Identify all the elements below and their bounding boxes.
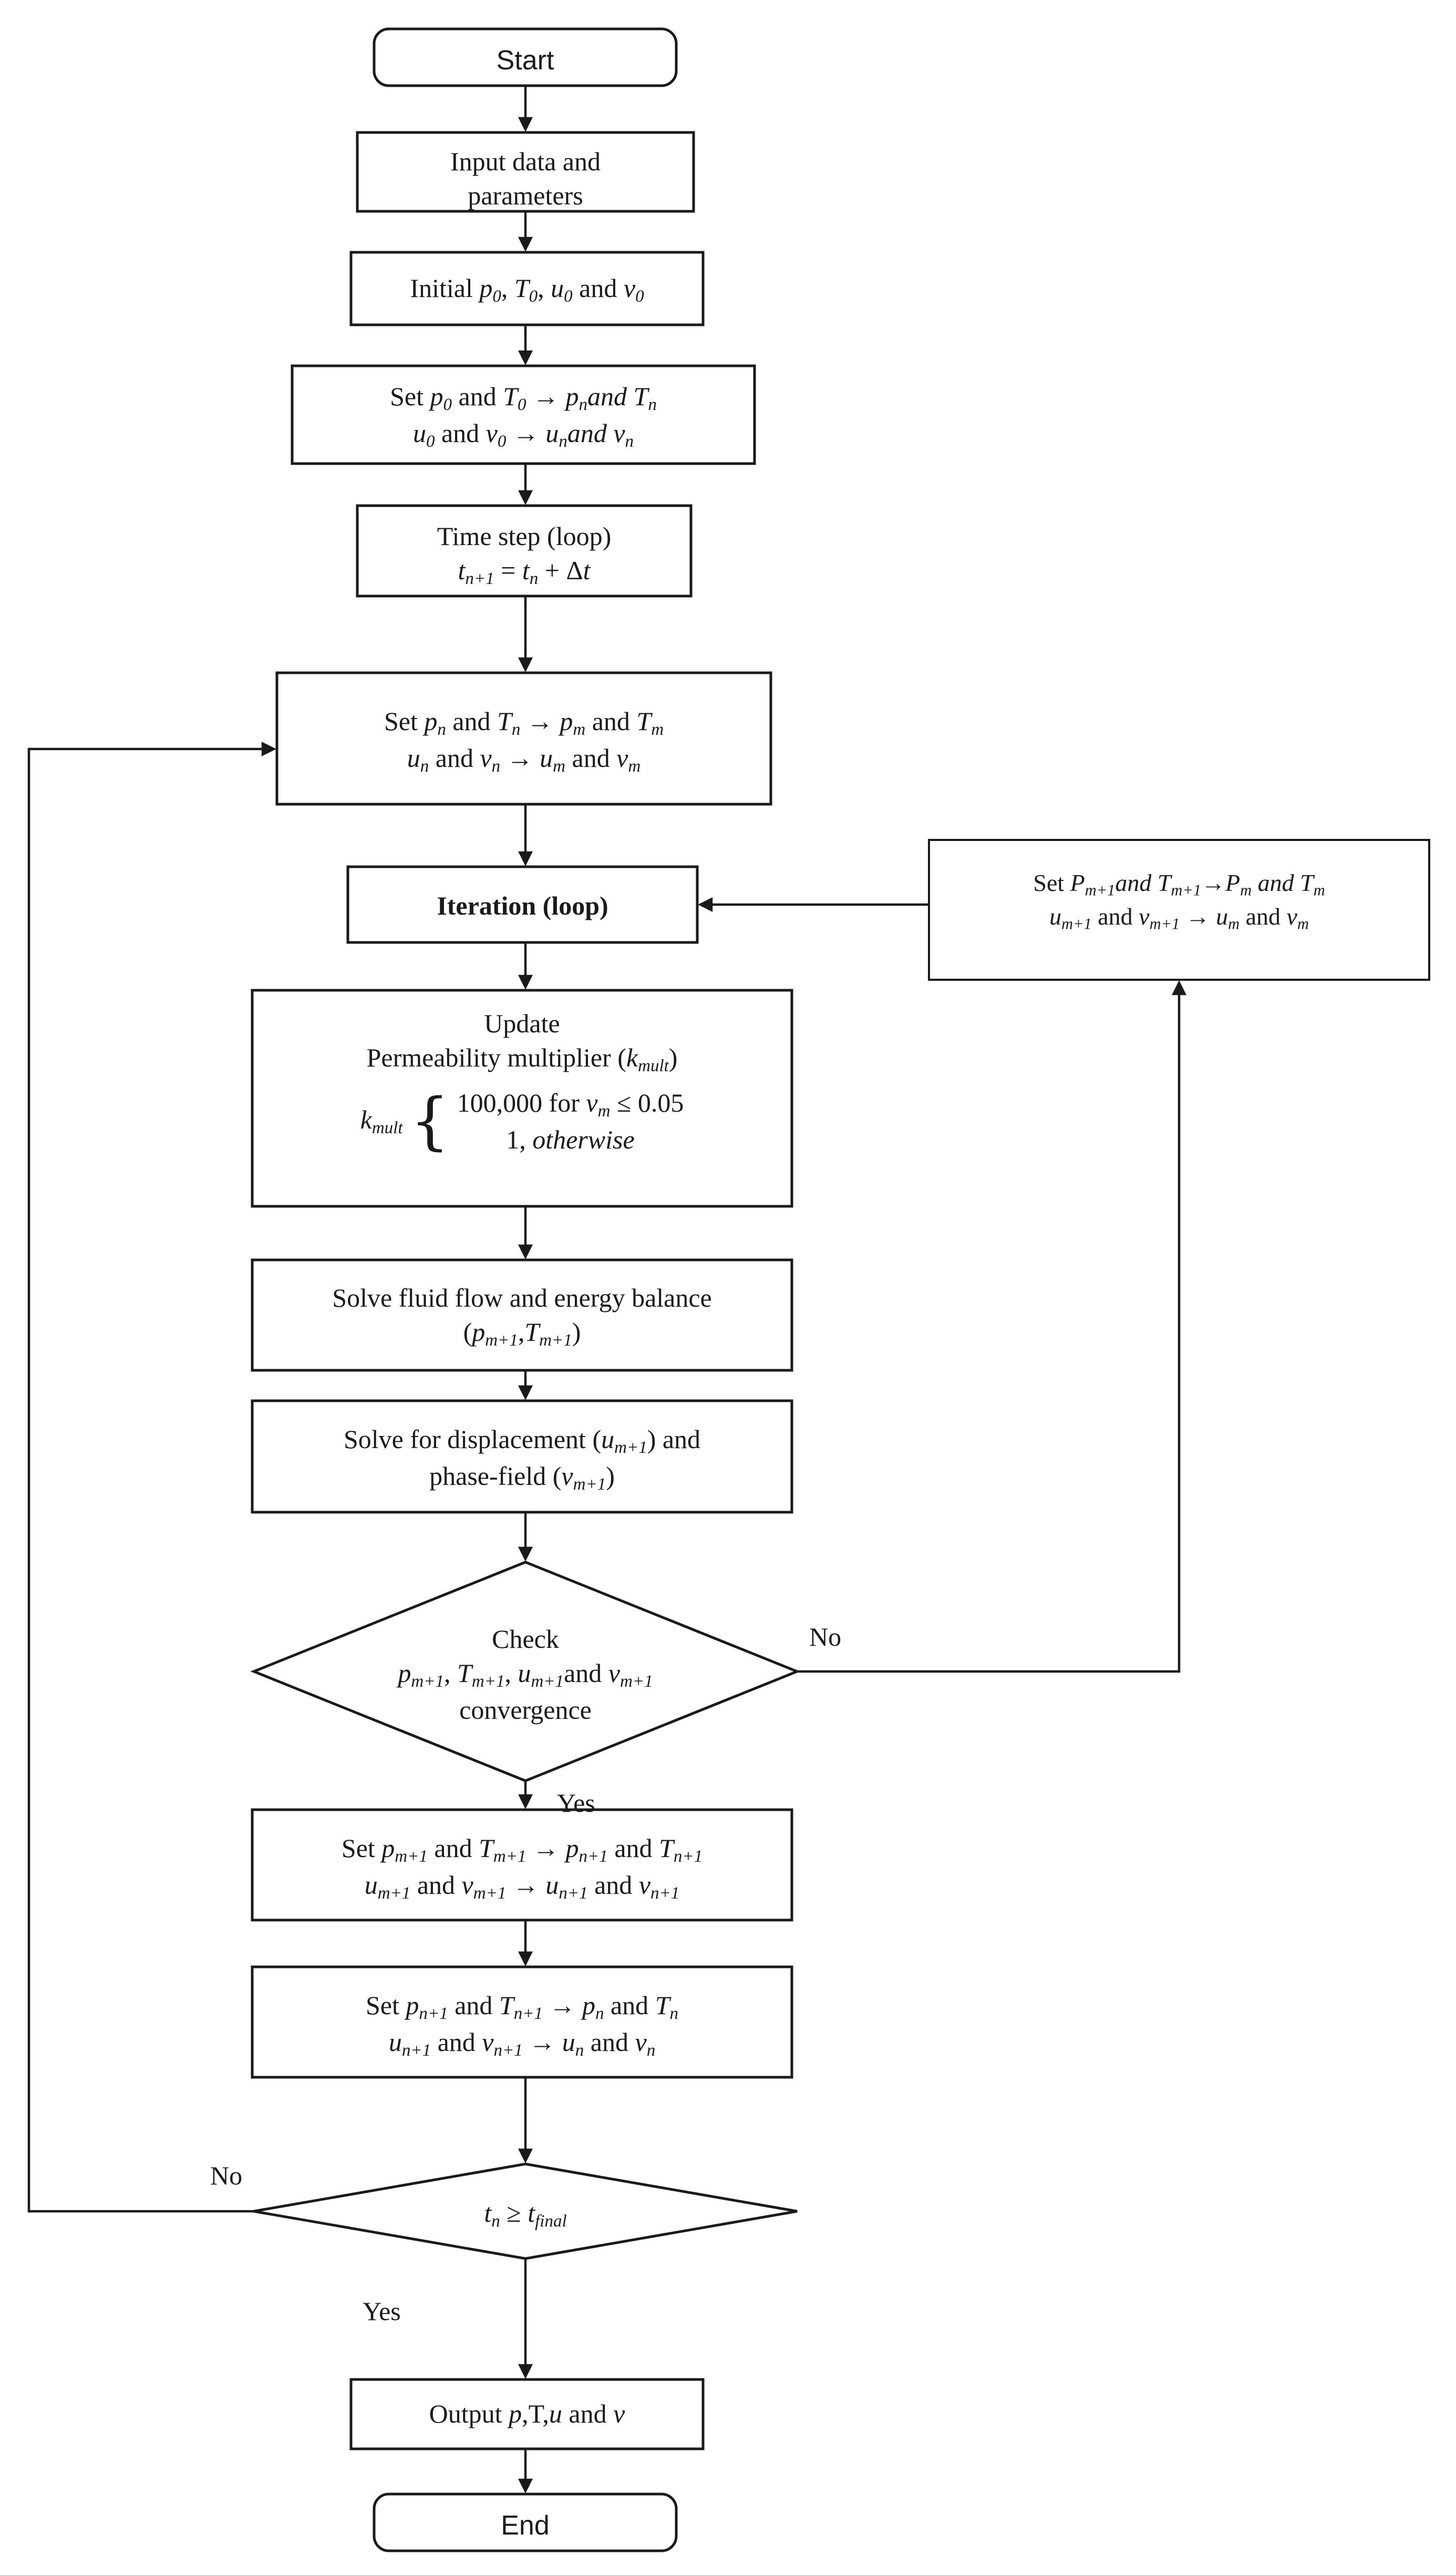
- node-set-m1-to-m-line2: um+1 and vm+1 → um and vm: [1049, 902, 1309, 933]
- node-output-label: Output p,T,u and v: [429, 2399, 625, 2428]
- node-check-line1: Check: [492, 1624, 559, 1654]
- node-set-m1-to-m-label: Set Pm+1and Tm+1→Pm and Tm um+1 and vm+1…: [929, 867, 1429, 935]
- node-set-initial-label: Set p0 and T0 → pnand Tn u0 and v0 → una…: [292, 379, 755, 453]
- node-update-line1: Update: [484, 1009, 560, 1038]
- node-set-n1-to-n-label: Set pn+1 and Tn+1 → pn and Tn un+1 and v…: [252, 1988, 792, 2062]
- node-iteration-shape[interactable]: [346, 865, 699, 944]
- node-set-m1-to-n1-label: Set pm+1 and Tm+1 → pn+1 and Tn+1 um+1 a…: [252, 1831, 792, 1905]
- node-solve-disp-line1: Solve for displacement (um+1) and: [343, 1424, 701, 1458]
- node-set-n-to-m-line1: Set pn and Tn → pm and Tm: [384, 706, 664, 740]
- node-set-m1-to-m-shape[interactable]: [928, 839, 1430, 981]
- edge-label-convergence-no: No: [809, 1622, 842, 1651]
- kmult-case-list: 100,000 for vm ≤ 0.05 1, otherwise: [457, 1086, 684, 1156]
- node-set-m1-to-n1-line1: Set pm+1 and Tm+1 → pn+1 and Tn+1: [341, 1833, 703, 1866]
- node-input-shape[interactable]: [356, 131, 695, 213]
- node-input-line2: parameters: [468, 181, 583, 210]
- node-time-step-shape[interactable]: [356, 504, 693, 598]
- node-time-step-label: Time step (loop) tn+1 = tn + Δt: [357, 519, 691, 590]
- node-set-initial-line2: u0 and v0 → unand vn: [412, 418, 634, 452]
- node-set-initial-line1: Set p0 and T0 → pnand Tn: [390, 382, 657, 415]
- edge-label-time-no: No: [210, 2161, 243, 2190]
- node-check-convergence-label: Check pm+1, Tm+1, um+1and vm+1 convergen…: [254, 1622, 797, 1727]
- node-input-line1: Input data and: [450, 147, 601, 176]
- case-brace-icon: {: [410, 1084, 450, 1157]
- node-initial-label: Initial p0, T0, u0 and v0: [410, 273, 644, 306]
- kmult-case-1: 100,000 for vm ≤ 0.05: [457, 1088, 684, 1121]
- kmult-cases: kmult { 100,000 for vm ≤ 0.05 1, otherwi…: [252, 1086, 792, 1156]
- edge-check-no-to-set-m1-to-m: [797, 980, 1187, 1673]
- node-check-line3: convergence: [459, 1695, 592, 1725]
- node-set-n1-to-n-line1: Set pn+1 and Tn+1 → pn and Tn: [366, 1991, 678, 2024]
- edge-label-time-yes: Yes: [363, 2296, 401, 2326]
- node-set-m1-to-m-line1: Set Pm+1and Tm+1→Pm and Tm: [1033, 869, 1325, 899]
- node-end-shape[interactable]: [373, 2492, 678, 2552]
- node-solve-disp-label: Solve for displacement (um+1) and phase-…: [252, 1422, 792, 1496]
- kmult-case-2: 1, otherwise: [506, 1124, 635, 1154]
- node-set-n-to-m-shape[interactable]: [275, 671, 772, 806]
- node-update-kmult-label: Update Permeability multiplier (kmult) k…: [252, 1007, 792, 1156]
- node-input-label: Input data and parameters: [357, 145, 694, 213]
- node-set-m1-to-n1-shape[interactable]: [251, 1808, 793, 1922]
- node-solve-flow-shape[interactable]: [251, 1258, 793, 1372]
- node-check-line2: pm+1, Tm+1, um+1and vm+1: [398, 1658, 653, 1691]
- node-set-n1-to-n-line2: un+1 and vn+1 → un and vn: [388, 2027, 656, 2060]
- edge-label-convergence-yes: Yes: [557, 1788, 595, 1818]
- node-time-step-line1: Time step (loop): [437, 521, 612, 551]
- node-solve-disp-shape[interactable]: [251, 1399, 793, 1514]
- node-end-label: End: [501, 2510, 550, 2541]
- kmult-symbol: kmult: [360, 1104, 403, 1138]
- edge-check-time-no-to-set-n-to-m: [27, 741, 276, 2213]
- node-set-n1-to-n-shape[interactable]: [251, 1965, 793, 2079]
- node-solve-flow-label: Solve fluid flow and energy balance (pm+…: [252, 1281, 792, 1352]
- node-set-n-to-m-label: Set pn and Tn → pm and Tm un and vn → um…: [277, 704, 771, 778]
- node-iteration-label: Iteration (loop): [437, 891, 608, 920]
- node-solve-flow-line1: Solve fluid flow and energy balance: [332, 1283, 712, 1312]
- node-update-kmult-shape[interactable]: [251, 989, 793, 1208]
- node-set-initial-shape[interactable]: [291, 364, 756, 465]
- node-check-time-label: tn ≥ tfinal: [484, 2198, 567, 2231]
- node-initial-shape[interactable]: [349, 251, 705, 326]
- node-solve-flow-line2: (pm+1,Tm+1): [463, 1317, 581, 1350]
- node-solve-disp-line2: phase-field (vm+1): [429, 1461, 615, 1494]
- node-output-shape[interactable]: [349, 2378, 705, 2450]
- node-update-line2: Permeability multiplier (kmult): [366, 1043, 678, 1076]
- node-set-m1-to-n1-line2: um+1 and vm+1 → un+1 and vn+1: [364, 1870, 680, 1903]
- node-set-n-to-m-line2: un and vn → um and vm: [407, 743, 641, 776]
- node-time-step-line2: tn+1 = tn + Δt: [458, 556, 591, 589]
- node-start-label: Start: [496, 45, 554, 76]
